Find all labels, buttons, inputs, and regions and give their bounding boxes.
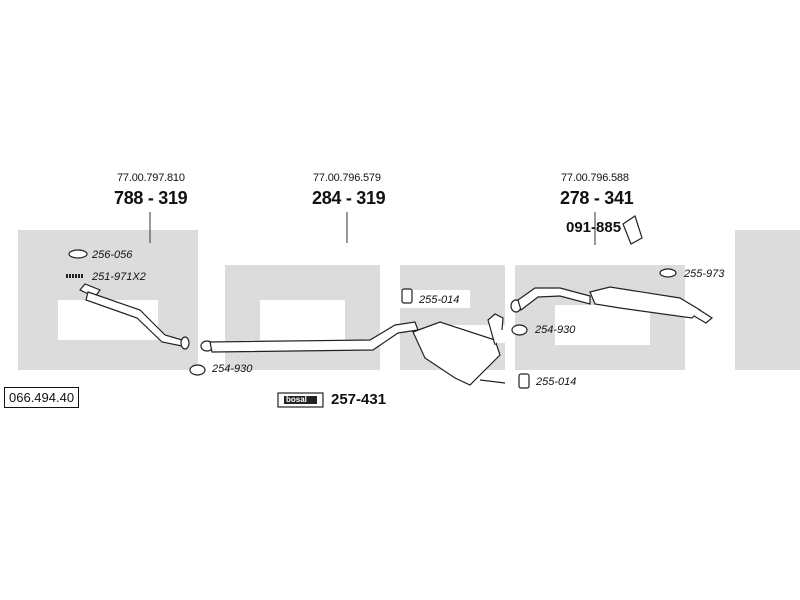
rear-section [510,286,714,324]
front-pipe-end [180,336,190,350]
mounting-kit-part[interactable]: 257-431 [331,391,387,408]
oem-number-2: 77.00.796.579 [313,172,381,184]
clamp-front-icon [189,364,206,376]
hanger-part-number[interactable]: 091-885 [566,219,622,236]
mounting-kit-logo: bosal [286,395,307,404]
clamp-mid-label[interactable]: 254-930 [535,324,576,336]
rubber-mount-mid-label[interactable]: 255-014 [419,294,460,306]
rubber-mount-rear-label[interactable]: 255-014 [536,376,577,388]
center-muffler-outlet [487,313,504,346]
gasket-icon [68,249,88,259]
leader-lines [149,212,596,245]
center-section [200,313,506,386]
reference-number-box: 066.494.40 [4,387,80,408]
oem-number-1: 77.00.797.810 [117,172,185,184]
mounting-kit-box [277,392,324,408]
rear-pipe-body [517,287,591,312]
front-pipe [79,283,190,350]
spring-front-label[interactable]: 251-971X2 [92,271,146,283]
rubber-mount-rear-icon [518,373,530,389]
accessories [66,215,677,389]
part-number-2[interactable]: 284 - 319 [312,188,386,208]
clamp-mid-icon [511,324,528,336]
center-muffler [412,321,501,386]
rubber-ring-icon [659,268,677,278]
oem-number-3: 77.00.796.588 [561,172,629,184]
center-muffler-tail [479,379,506,384]
part-number-3[interactable]: 278 - 341 [560,188,634,208]
clamp-front-label[interactable]: 254-930 [212,363,253,375]
rubber-ring-label[interactable]: 255-973 [684,268,725,280]
rubber-mount-mid-icon [401,288,413,304]
part-number-1[interactable]: 788 - 319 [114,188,188,208]
watermark-l [735,230,800,370]
rear-tailpipe [693,308,714,324]
gasket-front-label[interactable]: 256-056 [92,249,133,261]
hanger-icon [622,215,643,245]
mounting-kit-logo-bg [284,396,317,404]
